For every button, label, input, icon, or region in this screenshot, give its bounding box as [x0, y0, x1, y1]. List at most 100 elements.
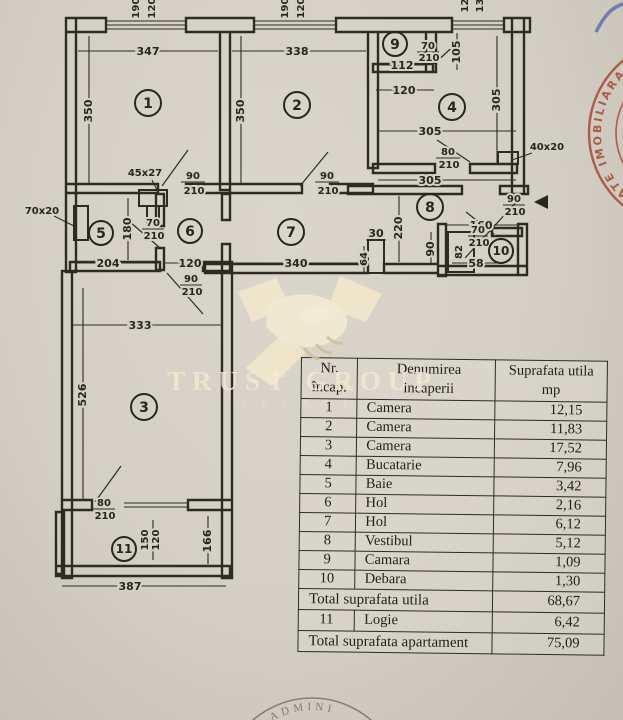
header-text: Suprafata utila [508, 362, 594, 380]
window-size-label: 190 [131, 0, 142, 18]
duct-label: 45x27 [128, 168, 162, 179]
cell-area: 1,30 [492, 571, 605, 593]
door-size-label: 210 [184, 186, 205, 197]
dim-label: 204 [97, 257, 120, 270]
dim-label: 120 [151, 530, 162, 551]
dim-label: 350 [82, 99, 95, 122]
door-size-label: 210 [469, 238, 490, 249]
room-number: 2 [292, 98, 302, 114]
dim-label: 526 [76, 383, 89, 406]
cell-nr: 9 [298, 550, 356, 571]
room-number: 3 [139, 400, 149, 416]
window-size-label: 135 [475, 0, 486, 12]
bottom-stamp: L ADMINI [251, 697, 373, 720]
cell-name: Debara [354, 570, 493, 591]
door-size-label: 90 [507, 194, 521, 205]
cell-nr: 2 [300, 417, 358, 438]
blue-pen-mark [594, 2, 623, 33]
door-size-label: 210 [95, 511, 116, 522]
cell-area: 3,42 [493, 476, 607, 498]
door-size-label: 80 [441, 147, 455, 158]
window-size-label: 190 [280, 0, 291, 18]
room-number: 10 [493, 244, 510, 258]
dim-label: 30 [368, 227, 384, 240]
cell-name: Hol [355, 494, 494, 515]
cell-area: 2,16 [493, 495, 606, 517]
room-number: 7 [286, 225, 296, 241]
dim-label: 166 [201, 529, 214, 552]
dim-label: 90 [424, 241, 437, 257]
door-size-label: 210 [505, 207, 526, 218]
window-size-label: 120 [460, 0, 471, 12]
cell-name: Logie [354, 610, 493, 633]
door-swing-lines [94, 41, 521, 503]
cell-area: 1,09 [492, 552, 606, 574]
window-lines [106, 20, 504, 508]
cell-area: 6,42 [492, 611, 605, 635]
red-stamp: PUBLICITATE IMOBILIARA MUNICIPIULUI BUCU… [570, 37, 623, 248]
cell-name: Camera [356, 418, 495, 439]
room-number: 1 [143, 96, 153, 112]
dim-label: 340 [285, 257, 308, 270]
cell-nr: 11 [298, 609, 355, 632]
cell-area: 7,96 [493, 457, 607, 479]
wall-segments [54, 16, 532, 580]
cell-nr: 1 [300, 398, 358, 419]
dim-label: 120 [179, 257, 202, 270]
cell-nr: 3 [300, 436, 357, 457]
dim-label: 338 [286, 45, 309, 58]
door-size-label: 210 [144, 231, 165, 242]
room-number: 4 [447, 100, 457, 116]
cell-name: Hol [355, 513, 494, 534]
dim-label: 160 [470, 219, 493, 232]
door-size-label: 90 [184, 274, 198, 285]
cell-area: 17,52 [494, 438, 607, 460]
fixture-outlines [73, 151, 519, 274]
header-text: încap. [311, 379, 347, 396]
cell-name: Camera [357, 399, 495, 420]
dim-label: 347 [137, 45, 160, 58]
room-number: 8 [425, 200, 435, 216]
header-text: mp [541, 381, 561, 399]
duct-label: 40x20 [530, 142, 564, 153]
window-size-label: 120 [296, 0, 307, 18]
header-text: incaperii [403, 380, 455, 397]
room-number: 11 [116, 542, 133, 556]
door-size-label: 80 [97, 498, 111, 509]
dim-label: 82 [454, 245, 465, 259]
total-label: Total suprafata utila [298, 588, 493, 612]
cell-name: Vestibul [355, 532, 494, 553]
door-size-label: 70 [146, 218, 160, 229]
door-size-label: 90 [186, 171, 200, 182]
door-size-label: 70 [421, 41, 435, 52]
cell-nr: 10 [298, 569, 356, 590]
cell-nr: 4 [300, 455, 357, 476]
dim-label: 305 [490, 89, 503, 112]
total-value: 68,67 [492, 590, 605, 614]
dim-label: 120 [393, 84, 416, 97]
cell-area: 11,83 [494, 419, 607, 441]
door-size-label: 70 [471, 225, 485, 236]
dim-label: 350 [234, 99, 247, 122]
cell-nr: 6 [299, 493, 357, 514]
dim-label: 150 [140, 530, 151, 551]
door-size-label: 210 [182, 287, 203, 298]
col-header-nr: Nr.încap. [300, 357, 358, 400]
cell-area: 6,12 [493, 514, 606, 536]
dim-label: 112 [391, 59, 414, 72]
door-size-label: 210 [318, 186, 339, 197]
cell-name: Camera [356, 437, 495, 458]
cell-area: 12,15 [494, 400, 607, 422]
dim-label: 305 [419, 174, 442, 187]
cell-nr: 5 [299, 474, 357, 495]
door-size-label: 90 [320, 171, 334, 182]
window-size-label: 120 [147, 0, 158, 18]
dim-label: 220 [392, 216, 405, 239]
dim-label: 305 [419, 125, 442, 138]
room-number: 9 [390, 37, 400, 53]
